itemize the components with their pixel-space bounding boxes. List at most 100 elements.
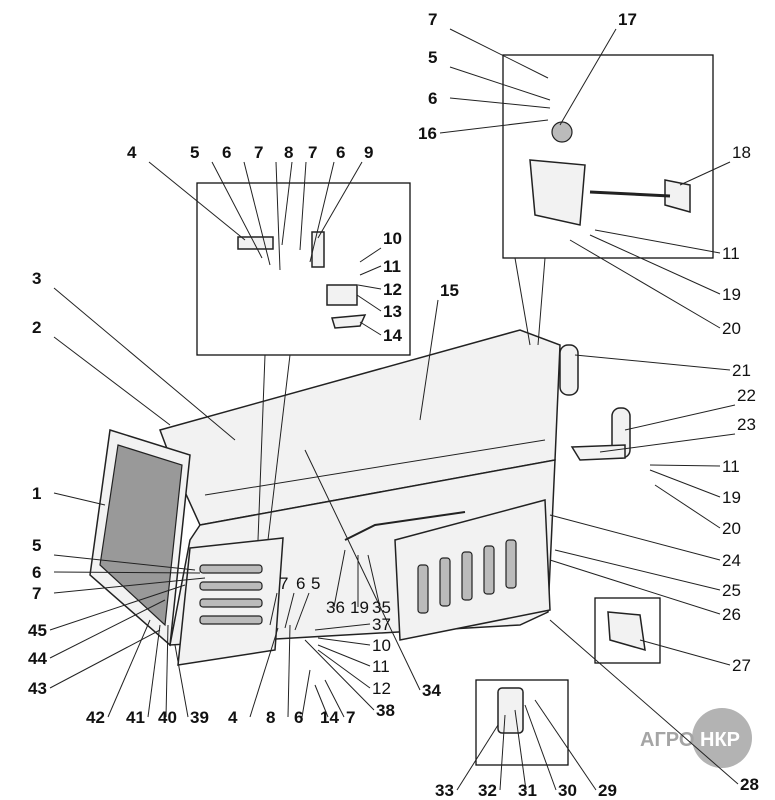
inset-latch-detail bbox=[502, 54, 714, 259]
leader-line-24 bbox=[549, 514, 721, 561]
part-label-7: 7 bbox=[32, 584, 41, 603]
part-label-11: 11 bbox=[722, 457, 740, 476]
part-label-5: 5 bbox=[32, 536, 41, 555]
part-label-37: 37 bbox=[372, 615, 391, 634]
part-label-25: 25 bbox=[722, 581, 741, 600]
part-label-9: 9 bbox=[364, 143, 373, 162]
part-label-14: 14 bbox=[320, 708, 339, 727]
leader-line-11 bbox=[594, 229, 721, 254]
part-label-5: 5 bbox=[428, 48, 437, 67]
leader-line-5 bbox=[53, 554, 196, 571]
leader-line-15 bbox=[419, 299, 439, 421]
leader-line-9 bbox=[317, 161, 363, 239]
part-label-11: 11 bbox=[383, 257, 401, 276]
part-label-32: 32 bbox=[478, 781, 497, 800]
leader-line-28 bbox=[549, 619, 739, 785]
part-label-4: 4 bbox=[228, 708, 238, 727]
leader-line-33 bbox=[456, 724, 499, 791]
part-label-7: 7 bbox=[346, 708, 355, 727]
latch-handle bbox=[529, 121, 691, 226]
part-label-7: 7 bbox=[308, 143, 317, 162]
part-label-6: 6 bbox=[428, 89, 437, 108]
part-label-20: 20 bbox=[722, 519, 741, 538]
part-label-5: 5 bbox=[311, 574, 320, 593]
leader-line-19 bbox=[589, 234, 721, 295]
leader-line-10 bbox=[359, 247, 382, 263]
leader-line-6 bbox=[53, 571, 201, 574]
part-label-44: 44 bbox=[28, 649, 47, 668]
part-label-23: 23 bbox=[737, 415, 756, 434]
part-label-7: 7 bbox=[279, 574, 288, 593]
part-label-19: 19 bbox=[722, 285, 741, 304]
leader-line-8 bbox=[287, 624, 291, 718]
louver-slots bbox=[417, 539, 517, 614]
part-label-13: 13 bbox=[383, 302, 402, 321]
leader-line-43 bbox=[49, 629, 161, 689]
leader-line-42 bbox=[107, 619, 151, 718]
leader-line-4 bbox=[148, 161, 246, 241]
part-label-35: 35 bbox=[372, 598, 391, 617]
part-label-40: 40 bbox=[158, 708, 177, 727]
leader-line-7 bbox=[53, 577, 206, 594]
leader-line-16 bbox=[439, 119, 549, 134]
part-label-11: 11 bbox=[722, 244, 740, 263]
leader-line-2 bbox=[53, 336, 171, 426]
part-label-22: 22 bbox=[737, 386, 756, 405]
leader-line-40 bbox=[165, 624, 169, 718]
grille-mesh bbox=[99, 444, 183, 627]
leader-line-5 bbox=[211, 161, 263, 259]
leader-lines bbox=[49, 28, 739, 791]
part-label-7: 7 bbox=[428, 10, 437, 29]
part-label-38: 38 bbox=[376, 701, 395, 720]
leader-line-17 bbox=[559, 28, 617, 126]
leader-line-32 bbox=[499, 714, 506, 791]
leader-line-6 bbox=[301, 669, 311, 718]
part-label-4: 4 bbox=[127, 143, 137, 162]
leader-line-12 bbox=[317, 649, 371, 689]
svg-text:АГРО: АГРО bbox=[640, 729, 694, 751]
part-label-6: 6 bbox=[294, 708, 303, 727]
leader-line-45 bbox=[49, 584, 186, 631]
leader-line-37 bbox=[314, 623, 371, 631]
part-label-19: 19 bbox=[722, 488, 741, 507]
part-label-5: 5 bbox=[190, 143, 199, 162]
leader-line-34 bbox=[304, 449, 421, 691]
leader-line-20 bbox=[569, 239, 721, 329]
part-label-1: 1 bbox=[32, 484, 41, 503]
part-label-10: 10 bbox=[372, 636, 391, 655]
leader-line-3 bbox=[53, 287, 236, 441]
leader-line-10 bbox=[317, 637, 371, 646]
leader-line-23 bbox=[599, 433, 736, 453]
leader-line-12 bbox=[357, 284, 382, 290]
part-label-8: 8 bbox=[284, 143, 293, 162]
leader-line-21 bbox=[574, 354, 731, 371]
hood-rib bbox=[204, 439, 546, 496]
door-slots bbox=[199, 564, 263, 625]
part-label-15: 15 bbox=[440, 281, 459, 300]
leader-line-13 bbox=[356, 294, 382, 312]
leader-line-20 bbox=[654, 484, 721, 529]
leader-line-44 bbox=[49, 599, 166, 659]
lower-bracket bbox=[497, 687, 524, 734]
part-label-34: 34 bbox=[422, 681, 441, 700]
part-label-43: 43 bbox=[28, 679, 47, 698]
leader-line-1 bbox=[53, 492, 106, 506]
leader-line-19 bbox=[649, 469, 721, 498]
part-label-19: 19 bbox=[350, 598, 369, 617]
leader-line-25 bbox=[554, 549, 721, 591]
leader-line-6 bbox=[243, 161, 271, 266]
hinge-parts bbox=[237, 231, 367, 329]
leader-line-8 bbox=[281, 161, 293, 246]
agronkr-watermark-logo: АГРО НКР bbox=[640, 708, 752, 768]
part-label-11: 11 bbox=[372, 657, 390, 676]
leader-line-7 bbox=[324, 679, 345, 718]
bracket-27 bbox=[607, 611, 646, 652]
leader-line-31 bbox=[514, 709, 527, 791]
leader-line-4 bbox=[249, 627, 279, 718]
part-label-6: 6 bbox=[222, 143, 231, 162]
part-label-45: 45 bbox=[28, 621, 47, 640]
part-label-10: 10 bbox=[383, 229, 402, 248]
part-label-6: 6 bbox=[32, 563, 41, 582]
leader-line-30 bbox=[524, 704, 557, 791]
part-label-33: 33 bbox=[435, 781, 454, 800]
